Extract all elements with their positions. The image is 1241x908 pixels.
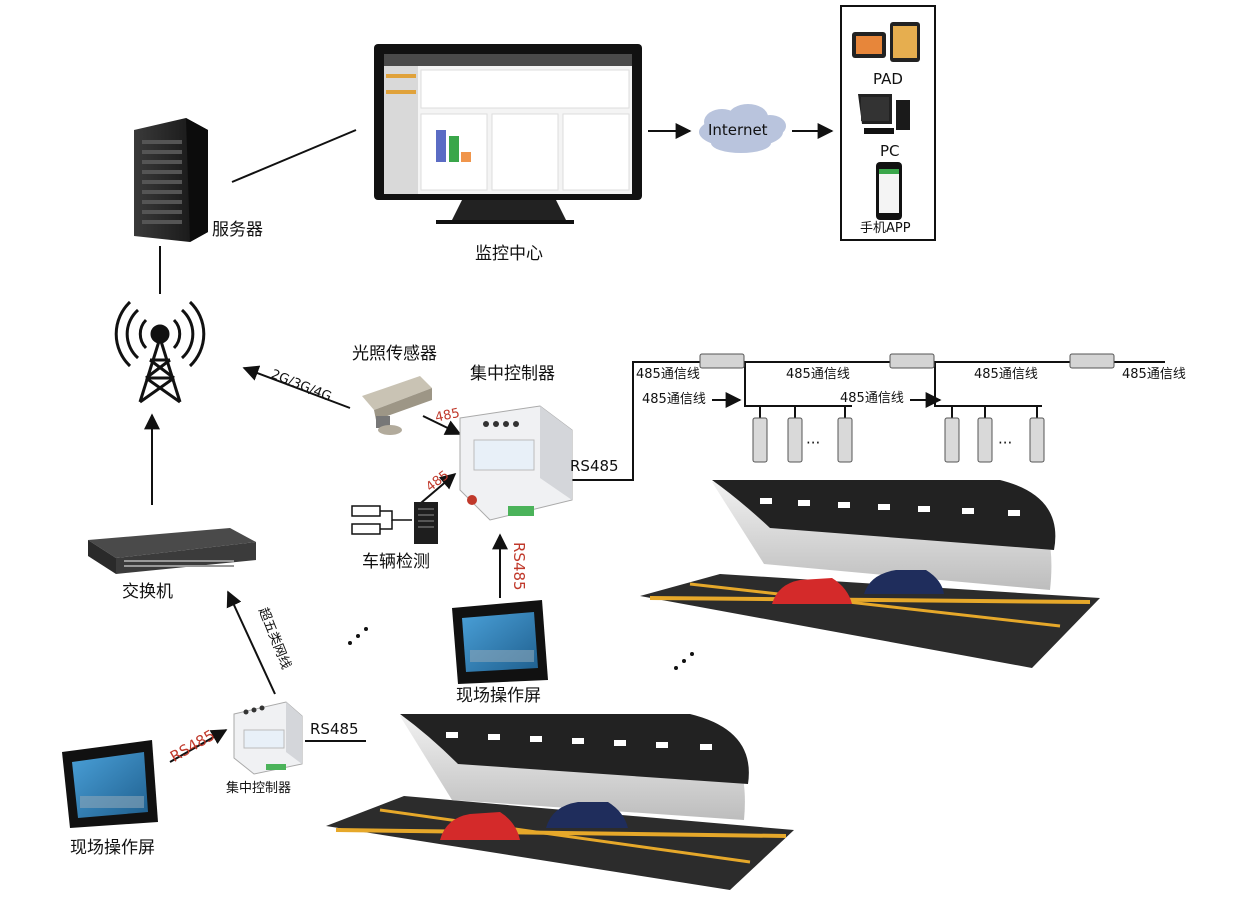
driver: [1029, 417, 1045, 463]
central-controller-main-icon: [459, 405, 573, 521]
bus-label-2: 485通信线: [786, 367, 850, 382]
monitor-center-label: 监控中心: [475, 244, 543, 264]
lamp-drivers: [752, 417, 1045, 463]
site-screen-center-icon: [452, 600, 548, 684]
site-screen-center-label: 现场操作屏: [456, 686, 541, 706]
sensor-to-controller-arrow: [422, 415, 462, 435]
monitor-icon: [374, 44, 642, 224]
rs485-vertical-label: RS485: [510, 542, 528, 591]
driver: [944, 417, 960, 463]
phone-icon: [876, 162, 902, 220]
controller-to-switch-arrow: [226, 590, 276, 695]
bus-label-3: 485通信线: [974, 367, 1038, 382]
light-sensor-label: 光照传感器: [352, 344, 437, 364]
network-switch-icon: [88, 528, 256, 574]
bus-module-2: [889, 353, 935, 369]
site-screen-left-label: 现场操作屏: [70, 838, 155, 858]
driver: [787, 417, 803, 463]
branch-label-2: 485通信线: [840, 391, 904, 406]
vehicle-detector-icon: [351, 502, 438, 544]
ellipsis-drivers-1: ···: [806, 434, 821, 452]
sensor-to-tower-arrow: [242, 365, 351, 409]
central-controller-main-label: 集中控制器: [470, 364, 555, 384]
car-blue-bottom: [546, 802, 628, 828]
light-sensor-icon: [362, 376, 432, 435]
central-controller-small-label: 集中控制器: [226, 781, 292, 796]
pad-label: PAD: [873, 70, 903, 88]
mobile-app-label: 手机APP: [860, 221, 911, 236]
connection-lines: [144, 123, 1165, 763]
branch-label-1: 485通信线: [642, 392, 706, 407]
bus-label-4: 485通信线: [1122, 367, 1186, 382]
branch-line-1: [744, 362, 852, 407]
pc-label: PC: [880, 142, 900, 160]
bus-module-1: [699, 353, 745, 369]
tunnel-bottom: [326, 714, 794, 890]
rs485-top-label: RS485: [570, 457, 619, 475]
server-label: 服务器: [212, 220, 263, 240]
server-icon: [134, 118, 208, 242]
central-controller-small-icon: [233, 701, 303, 775]
car-red-bottom: [440, 812, 520, 840]
site-screen-left-icon: [62, 740, 158, 828]
switch-label: 交换机: [122, 582, 173, 602]
car-red-right: [772, 578, 852, 604]
clients-box: [840, 5, 936, 241]
internet-label: Internet: [708, 121, 768, 139]
ellipsis-drivers-2: ···: [998, 434, 1013, 452]
vehicle-detection-label: 车辆检测: [362, 552, 430, 572]
pc-icon: [858, 94, 910, 134]
pad-icon: [852, 22, 920, 62]
more-dots-right: [674, 652, 694, 670]
server-to-monitor-line: [231, 129, 357, 183]
bus-label-1: 485通信线: [636, 367, 700, 382]
more-dots-left: [348, 627, 368, 645]
tunnel-right: [640, 480, 1100, 668]
signal-tower-icon: [114, 300, 206, 404]
screen-to-small-controller-arrow: [169, 729, 228, 763]
internet-cloud-icon: [699, 104, 786, 153]
car-blue-right: [864, 570, 944, 594]
rs485-bottom-label: RS485: [310, 720, 359, 738]
bus-devices: [699, 353, 1115, 369]
driver: [752, 417, 768, 463]
driver: [977, 417, 993, 463]
driver: [837, 417, 853, 463]
bus-module-3: [1069, 353, 1115, 369]
